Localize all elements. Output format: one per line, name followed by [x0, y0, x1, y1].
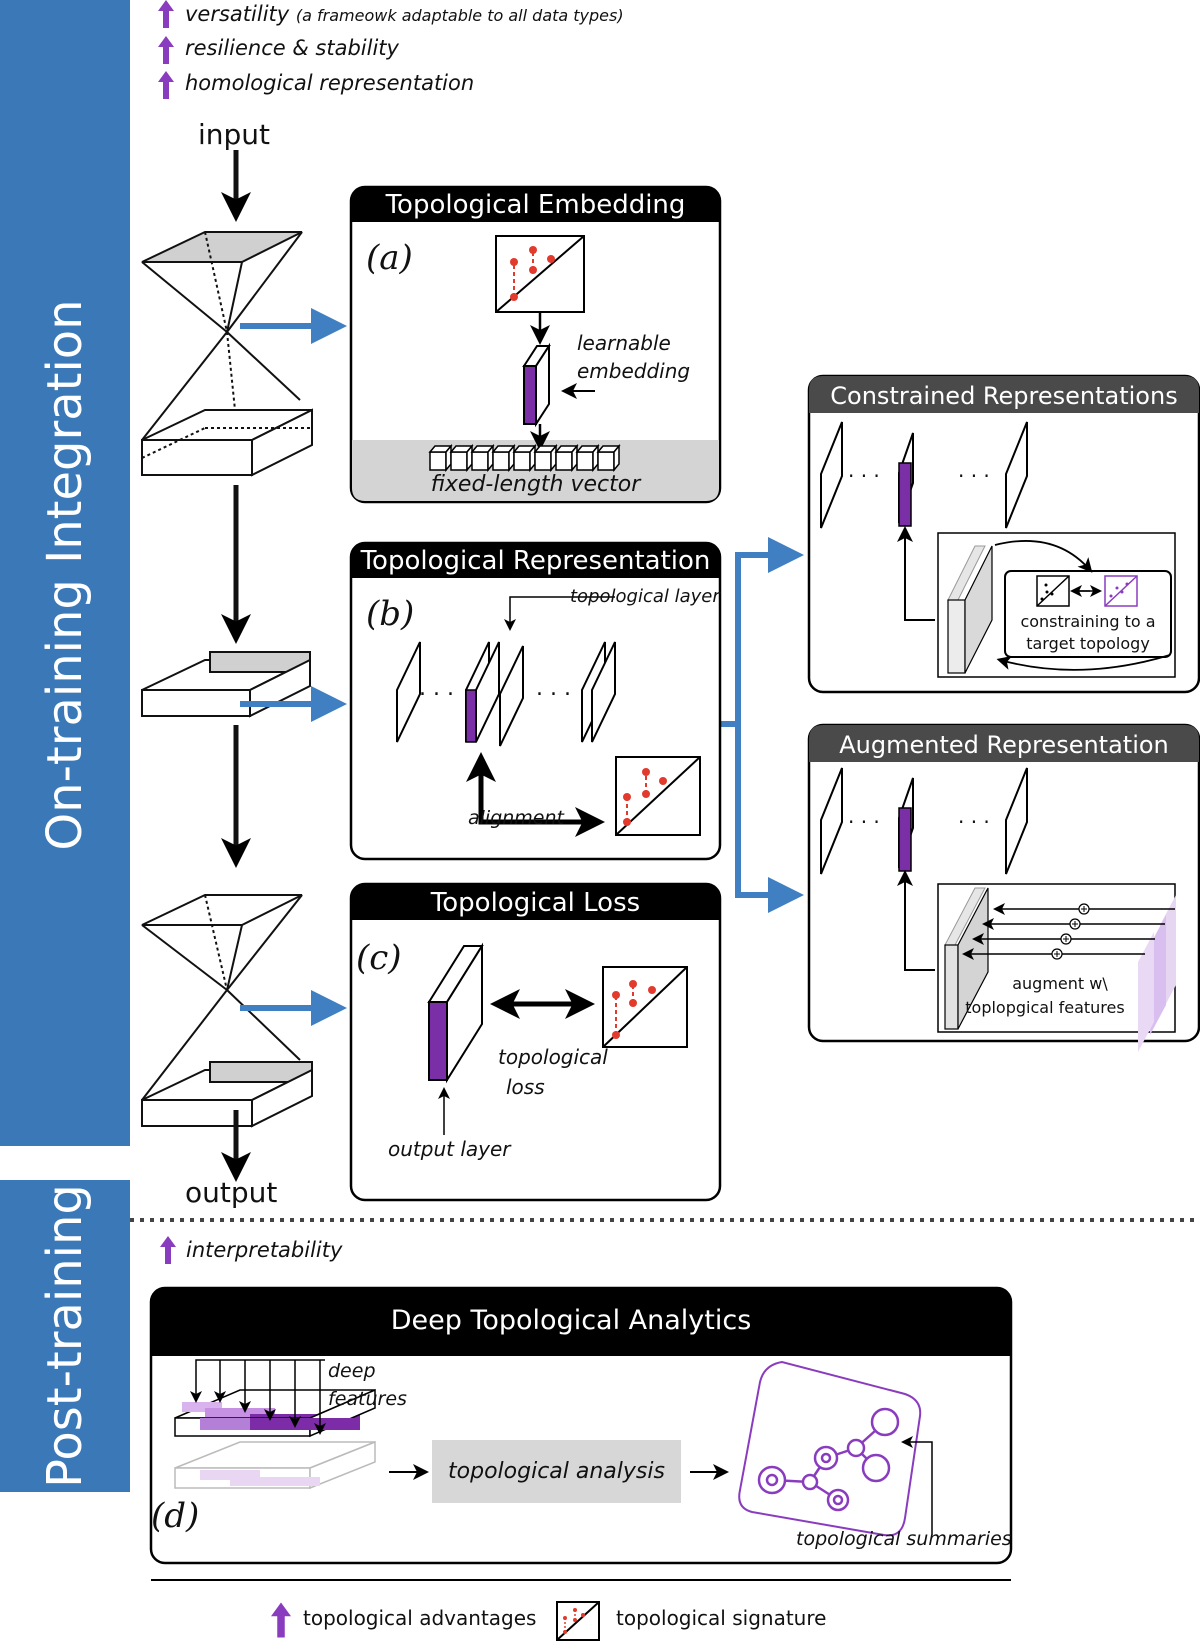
dots-left: . . .: [419, 676, 454, 701]
on-training-band: [0, 0, 130, 1146]
vector-cube: [534, 451, 552, 471]
advantage-arrow-icon: [158, 71, 174, 99]
constrained-dots-right: . . .: [958, 458, 990, 482]
features-label: features: [328, 1388, 407, 1410]
signature-legend-icon: [556, 1601, 600, 1641]
vector-cube: [555, 451, 573, 471]
output-layer-label: output layer: [388, 1137, 511, 1161]
constrained-dots-left: . . .: [848, 458, 880, 482]
augmented-text-1: augment w\: [1012, 974, 1108, 993]
post-training-band: [0, 1180, 130, 1492]
advantage-homological: homological representation: [185, 71, 475, 95]
vector-cube: [576, 451, 594, 471]
advantage-arrow-icon: [160, 1236, 176, 1264]
panel-d: [149, 1286, 1013, 1565]
panel-a-title: Topological Embedding: [385, 190, 686, 220]
vector-cube: [429, 451, 447, 471]
panel-a: [349, 185, 722, 504]
advantage-versatility: versatility (a frameowk adaptable to all…: [185, 2, 624, 26]
vector-cube: [513, 451, 531, 471]
augmented-dots-left: . . .: [848, 804, 880, 828]
alignment-label: alignment: [468, 807, 564, 829]
topological-analysis-label: topological analysis: [448, 1459, 665, 1484]
legend-signature-label: topological signature: [616, 1606, 827, 1630]
vector-cube: [597, 451, 615, 471]
vector-cube-side: [613, 443, 620, 473]
panel-b-label: (b): [366, 594, 415, 634]
advantage-interpretability: interpretability: [186, 1238, 343, 1262]
vector-cube: [450, 451, 468, 471]
constrained-panel: [807, 374, 1200, 694]
augmented-panel: [807, 723, 1200, 1052]
panel-c: [349, 882, 722, 1202]
panel-b: [349, 541, 722, 861]
panel-c-title: Topological Loss: [430, 888, 641, 918]
vector-cube: [471, 451, 489, 471]
augmented-dots-right: . . .: [958, 804, 990, 828]
legend-advantages-label: topological advantages: [303, 1606, 537, 1630]
learnable-label: learnable: [577, 331, 671, 355]
advantage-legend-icon: [271, 1602, 291, 1638]
vector-cube: [492, 451, 510, 471]
panel-d-label: (d): [151, 1496, 200, 1536]
panel-b-title: Topological Representation: [360, 546, 711, 576]
constrained-text-1: constraining to a: [1020, 612, 1156, 631]
augmented-text-2: toplopgical features: [965, 998, 1125, 1017]
output-label: output: [185, 1176, 278, 1209]
topological-layer-label: topological layer: [570, 586, 720, 607]
advantage-arrow-icon: [158, 36, 174, 64]
panel-a-label: (a): [366, 238, 413, 278]
augmented-title: Augmented Representation: [839, 731, 1169, 759]
constrained-title: Constrained Representations: [830, 382, 1178, 410]
network-diagram: [141, 150, 313, 1182]
topological-summaries-label: topological summaries: [796, 1528, 1012, 1550]
vector-label: fixed-length vector: [430, 472, 641, 497]
advantage-resilience: resilience & stability: [185, 36, 399, 60]
dots-mid: . . .: [536, 676, 571, 701]
topological-loss-label-2: loss: [506, 1075, 545, 1099]
panel-c-label: (c): [356, 938, 402, 978]
topological-loss-label-1: topological: [498, 1045, 608, 1069]
deep-label: deep: [328, 1360, 376, 1382]
input-label: input: [198, 118, 271, 151]
panel-d-title: Deep Topological Analytics: [390, 1305, 752, 1336]
advantage-arrow-icon: [158, 0, 174, 28]
embedding-label: embedding: [577, 359, 691, 383]
constrained-text-2: target topology: [1026, 634, 1150, 653]
